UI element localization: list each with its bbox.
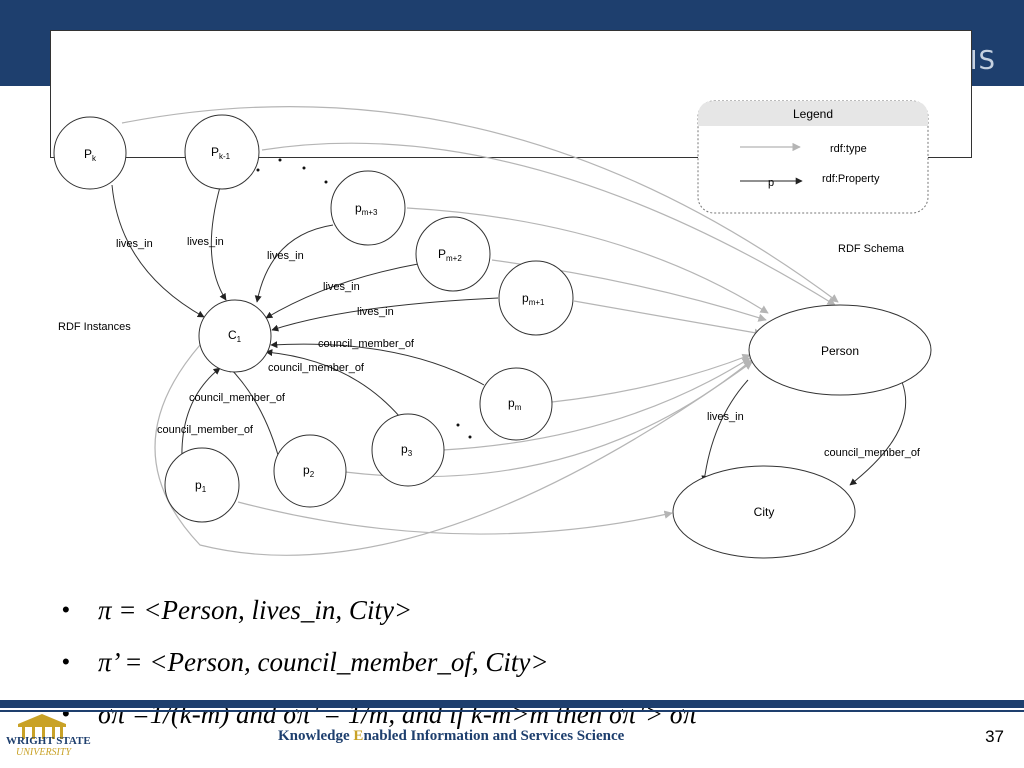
- rdf-schema-label: RDF Schema: [838, 243, 905, 255]
- svg-text:pm: pm: [508, 396, 522, 412]
- university-name: WRIGHT STATE: [6, 735, 91, 747]
- bullet-dot-icon: •: [62, 597, 70, 622]
- footer-bar: [0, 700, 1024, 708]
- edge-person-city-council: [849, 381, 907, 486]
- node-pk: Pk: [53, 116, 127, 190]
- svg-text:pm+3: pm+3: [355, 201, 378, 217]
- edge-label-schema-council: council_member_of: [824, 447, 921, 459]
- edge-pm1-c1: [271, 297, 499, 332]
- node-pm3: pm+3: [330, 170, 406, 246]
- node-pm: pm: [479, 367, 553, 441]
- university-logo-icon: [18, 714, 66, 739]
- node-p3: p3: [371, 413, 445, 487]
- svg-text:Pk: Pk: [84, 147, 97, 163]
- page-number: 37: [985, 727, 1004, 746]
- edge-pm3-c1: [254, 224, 334, 303]
- node-pk1: Pk-1: [184, 114, 260, 190]
- edge-label-pm3: lives_in: [267, 250, 304, 262]
- edge-label-p3: council_member_of: [268, 362, 365, 374]
- property-edges: [111, 184, 907, 486]
- node-pm1: pm+1: [498, 260, 574, 336]
- svg-text:p3: p3: [401, 442, 413, 458]
- bullet-dot-icon: •: [62, 649, 70, 674]
- university-sub: UNIVERSITY: [16, 747, 71, 758]
- node-p2: p2: [273, 434, 347, 508]
- edge-label-schema-lives: lives_in: [707, 411, 744, 423]
- legend: Legend rdf:type p rdf:Property: [697, 100, 929, 214]
- edge-label-pm1: lives_in: [357, 306, 394, 318]
- rdf-diagram: Legend rdf:type p rdf:Property RDF Schem…: [53, 100, 932, 559]
- edge-label-pm2: lives_in: [323, 281, 360, 293]
- footer-tagline-post: nabled Information and Services Science: [363, 728, 625, 744]
- legend-title: Legend: [793, 107, 833, 121]
- svg-text:p2: p2: [303, 463, 315, 479]
- edge-label-pk: lives_in: [116, 238, 153, 250]
- node-person: Person: [748, 304, 932, 396]
- bullet-item: • π = <Person, lives_in, City>: [62, 590, 697, 642]
- footer-tagline-pre: Knowledge: [278, 728, 354, 744]
- edge-labels: lives_in lives_in lives_in lives_in live…: [116, 236, 921, 459]
- edge-p3-c1: [265, 349, 401, 418]
- rdf-instances-label: RDF Instances: [58, 321, 131, 333]
- svg-text:C1: C1: [228, 328, 242, 344]
- svg-text:City: City: [754, 505, 775, 519]
- type-edge-p3: [442, 357, 751, 451]
- svg-text:p1: p1: [195, 478, 207, 494]
- type-edge-pm3: [406, 207, 769, 314]
- edge-label-pk1: lives_in: [187, 236, 224, 248]
- edge-pm-c1: [270, 341, 485, 386]
- node-c1: C1: [198, 299, 272, 373]
- type-edge-c1: [154, 344, 753, 556]
- type-edge-pm1: [573, 300, 763, 337]
- node-city: City: [672, 465, 856, 559]
- edge-person-city-lives: [701, 379, 749, 483]
- bullet-item: • π’ = <Person, council_member_of, City>: [62, 642, 697, 694]
- type-edge-pk1: [261, 142, 836, 306]
- footer-tagline-e: E: [353, 728, 364, 744]
- bullet-text: π’ = <Person, council_member_of, City>: [98, 647, 549, 677]
- legend-property-label: rdf:Property: [822, 173, 880, 185]
- edge-p2-c1: [227, 365, 279, 456]
- type-edge-pk: [121, 106, 839, 303]
- footer-line: [0, 710, 1024, 712]
- edge-label-p2: council_member_of: [189, 392, 286, 404]
- edge-p1-c1: [181, 367, 221, 461]
- svg-text:Pm+2: Pm+2: [438, 247, 462, 263]
- edge-label-p1: council_member_of: [157, 424, 254, 436]
- legend-property-arrow-label: p: [768, 177, 774, 189]
- svg-text:Pk-1: Pk-1: [211, 145, 231, 161]
- bullet-text: π = <Person, lives_in, City>: [98, 595, 413, 625]
- svg-text:pm+1: pm+1: [522, 291, 545, 307]
- edge-pm2-c1: [265, 263, 419, 319]
- node-pm2: Pm+2: [415, 216, 491, 292]
- bullet-dot-icon: •: [62, 701, 70, 726]
- type-edge-pm: [551, 353, 751, 403]
- legend-type-label: rdf:type: [830, 143, 867, 155]
- node-p1: p1: [164, 447, 240, 523]
- edge-pk1-c1: [210, 186, 227, 301]
- nodes: Pk Pk-1 pm+3 Pm+2 pm+1 pm p3 p2 p1 C1 Pe…: [53, 114, 932, 559]
- edge-pk-c1: [111, 184, 205, 318]
- svg-text:Person: Person: [821, 344, 859, 358]
- bullet-list: • π = <Person, lives_in, City> • π’ = <Per…: [62, 590, 697, 746]
- footer-tagline: Knowledge Enabled Information and Servic…: [278, 728, 624, 745]
- type-edge-p1: [237, 501, 673, 535]
- edge-label-pm: council_member_of: [318, 338, 415, 350]
- header-logo-text: IS: [969, 46, 996, 76]
